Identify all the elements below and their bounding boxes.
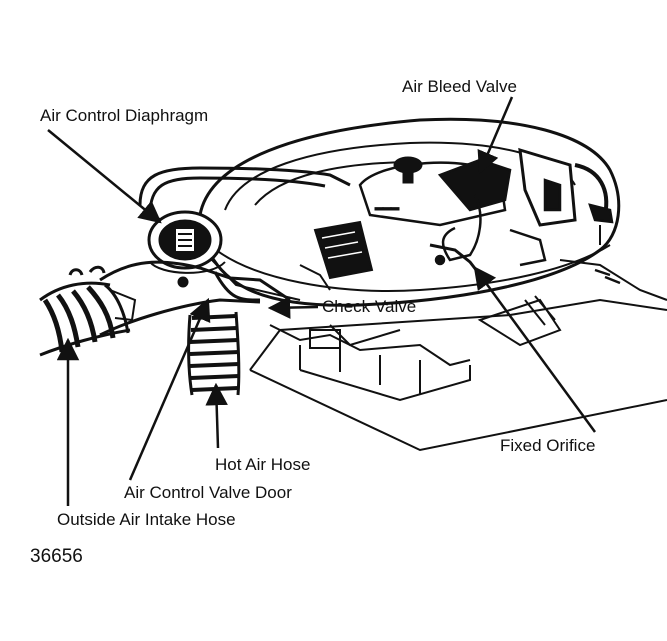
label-fixed-orifice: Fixed Orifice: [500, 436, 596, 455]
snorkel-box: [299, 220, 374, 291]
engine-base: [249, 295, 667, 452]
arrow-air-control-valve-door: [128, 297, 211, 481]
label-hot-air-hose: Hot Air Hose: [215, 455, 311, 474]
arrow-hot-air-hose: [205, 382, 228, 449]
air-bleed-valve-assembly: [429, 147, 667, 301]
label-air-bleed-valve: Air Bleed Valve: [402, 77, 517, 96]
label-outside-air-intake-hose: Outside Air Intake Hose: [57, 510, 236, 529]
hot-air-hose: [187, 311, 241, 396]
label-air-control-valve-door: Air Control Valve Door: [124, 483, 292, 502]
leader-arrows: [47, 96, 597, 506]
outside-air-intake-hose: [39, 265, 137, 357]
label-check-valve: Check Valve: [322, 297, 417, 316]
arrow-air-bleed-valve: [477, 96, 514, 175]
arrow-fixed-orifice: [473, 266, 597, 433]
arrow-air-control-diaphragm: [47, 129, 162, 224]
figure-id: 36656: [30, 546, 83, 567]
arrow-check-valve: [267, 296, 319, 319]
svg-text:▬▬▬: ▬▬▬: [375, 203, 399, 212]
air-control-diaphragm: [147, 210, 226, 288]
label-air-control-diaphragm: Air Control Diaphragm: [40, 106, 209, 125]
